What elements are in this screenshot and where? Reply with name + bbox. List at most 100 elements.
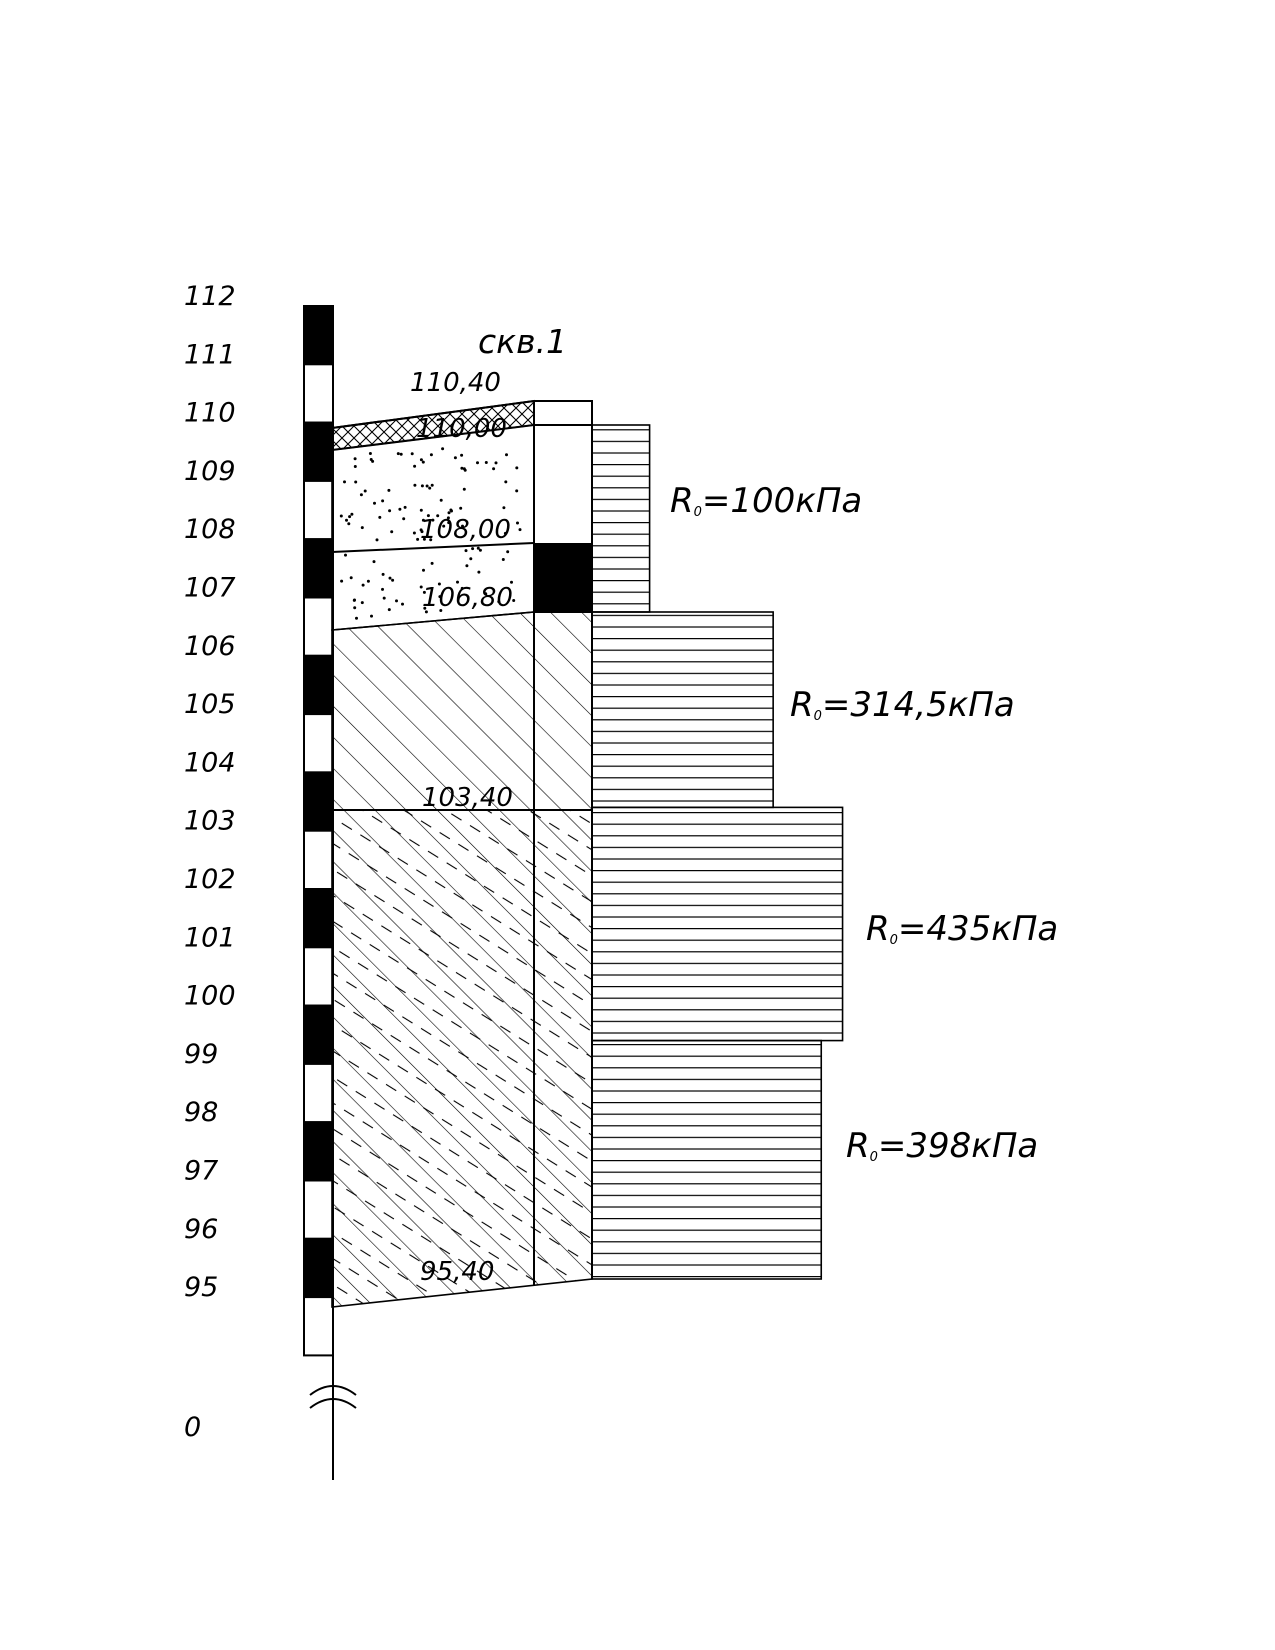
sand-dot	[460, 586, 464, 590]
sand-dot	[425, 484, 429, 488]
sand-dot	[366, 579, 370, 583]
sand-dot	[353, 457, 357, 461]
sand-dot	[469, 557, 473, 561]
scale-label: 108	[184, 514, 236, 545]
sand-dot	[431, 518, 435, 522]
sand-dot	[353, 606, 357, 610]
layer-boundary-108	[331, 542, 535, 553]
sand-dot	[430, 561, 434, 565]
sand-dot	[516, 521, 519, 525]
scale-segment-black	[303, 1237, 334, 1299]
sand-dot	[368, 452, 372, 455]
scale-segment-white	[303, 946, 334, 1007]
sand-dot	[484, 592, 488, 596]
sand-dot	[436, 514, 440, 518]
scale-segment-black	[303, 1004, 334, 1065]
sand-dot	[382, 596, 386, 600]
elevation-scale-labels: 1121111101091081071061051041031021011009…	[184, 281, 236, 1303]
scale-segment-white	[303, 1062, 334, 1124]
sand-dot	[381, 587, 384, 591]
scale-segment-white	[303, 479, 334, 541]
sand-dot	[413, 483, 417, 487]
sand-dot	[494, 461, 498, 465]
soil-layer-clay	[331, 611, 593, 811]
sand-dot	[401, 602, 404, 606]
sand-dot	[419, 508, 423, 512]
scale-segment-white	[303, 829, 334, 891]
sand-dot	[492, 467, 496, 471]
sand-dot	[416, 537, 420, 541]
resistance-bar-4	[591, 1039, 823, 1280]
sand-dot	[505, 453, 508, 457]
sand-dot	[412, 531, 416, 535]
sand-dot	[413, 464, 417, 468]
sand-dot	[464, 549, 468, 553]
sand-dot	[504, 480, 508, 484]
sand-dot	[375, 538, 379, 542]
elevation-mark-108-00: 108,00	[420, 515, 511, 545]
resistance-label-2: R0=314,5кПа	[790, 685, 1015, 725]
resistance-bar-3	[591, 806, 844, 1042]
scale-label: 104	[184, 747, 236, 778]
sand-dot	[403, 505, 407, 509]
sand-dot	[438, 595, 442, 599]
soil-layer-sand	[331, 424, 535, 631]
scale-segment-white	[303, 596, 334, 657]
sand-dot	[476, 461, 479, 465]
sand-dot	[421, 518, 425, 522]
scale-label: 100	[184, 981, 236, 1012]
sand-dot	[340, 579, 344, 583]
soil-layer-loam	[331, 809, 593, 1308]
scale-label: 103	[184, 806, 236, 837]
scale-label: 112	[184, 281, 236, 312]
sand-dot	[360, 526, 364, 530]
sand-dot	[456, 580, 459, 584]
sand-dot	[387, 488, 391, 492]
resistance-bar-2	[591, 611, 774, 809]
scale-label: 96	[184, 1214, 218, 1245]
scale-label: 107	[184, 573, 236, 604]
sand-dot	[441, 447, 445, 451]
sand-dot	[363, 489, 367, 493]
sand-dot	[359, 493, 363, 497]
sand-dot	[354, 480, 358, 484]
borehole-title: скв.1	[478, 322, 567, 361]
elevation-mark-110-40: 110,40	[410, 368, 501, 398]
elevation-scale-bar	[303, 305, 334, 1357]
scale-segment-black	[303, 1121, 334, 1182]
sand-dot	[503, 531, 507, 535]
sand-dot	[369, 458, 373, 461]
sand-dot	[461, 524, 464, 528]
groundwater-block	[534, 543, 592, 613]
resistance-bars	[591, 424, 844, 1280]
sand-dot	[395, 599, 398, 603]
sand-dot	[446, 516, 450, 520]
sand-dot	[439, 498, 443, 502]
sand-dot	[462, 487, 466, 491]
sand-dot	[422, 537, 426, 541]
scale-segment-black	[303, 305, 334, 366]
ground-surface-line	[331, 400, 592, 429]
sand-dot	[478, 548, 482, 552]
sand-dot	[502, 506, 506, 510]
sand-dot	[449, 508, 453, 512]
sand-dot	[510, 580, 513, 584]
scale-label: 110	[184, 398, 236, 429]
sand-dot	[402, 517, 406, 521]
sand-dot	[410, 452, 414, 456]
sand-dot	[501, 558, 505, 561]
sand-dot	[515, 466, 519, 470]
sand-dot	[518, 528, 522, 532]
sand-dot	[360, 601, 364, 605]
sand-dot	[387, 608, 391, 612]
sand-dot	[453, 456, 457, 460]
scale-segment-white	[303, 713, 334, 774]
sand-dot	[447, 511, 451, 515]
sand-dot	[390, 530, 394, 534]
sand-dot	[378, 515, 382, 519]
sand-dot	[388, 509, 392, 513]
elevation-mark-106-80: 106,80	[422, 583, 513, 613]
sand-dot	[398, 507, 402, 511]
sand-dot	[428, 486, 432, 490]
